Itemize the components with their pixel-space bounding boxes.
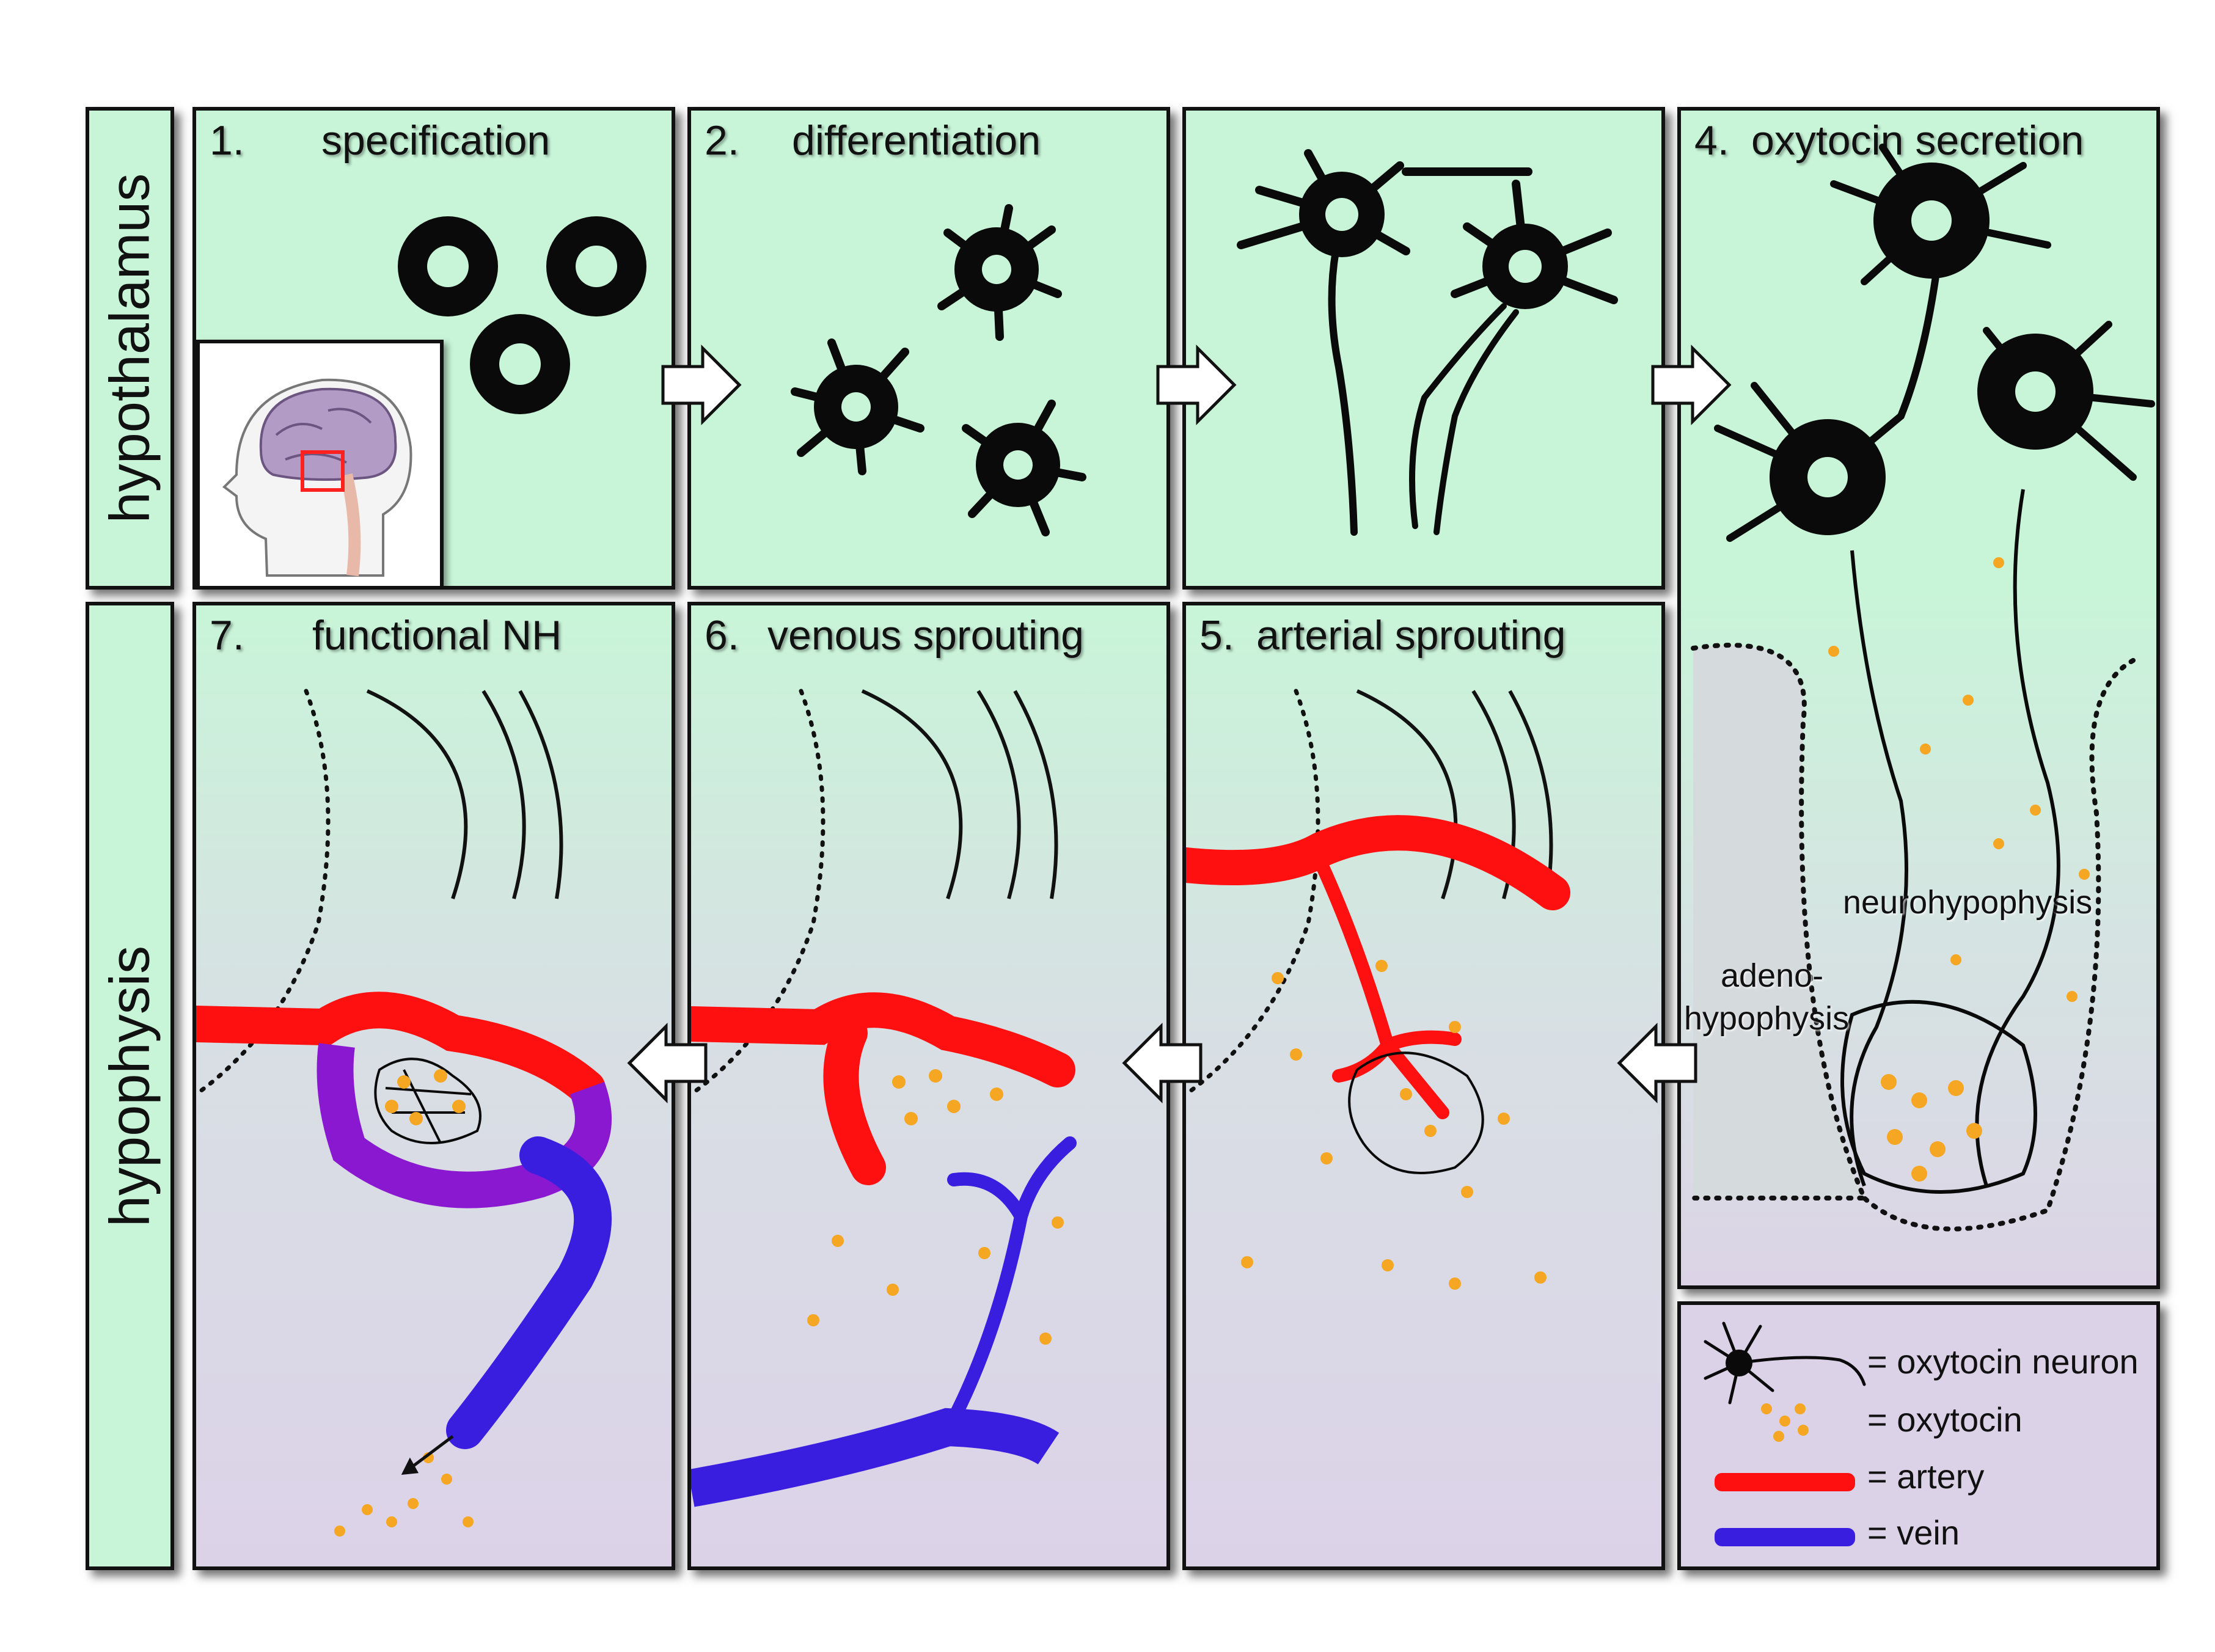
row-label-hypophysis-text: hypophysis [98, 945, 161, 1227]
brain-head-icon [196, 340, 444, 586]
panel-5-number: 5. [1199, 612, 1234, 659]
label-adeno-line1: adeno- [1721, 957, 1824, 994]
row-label-hypothalamus: hypothalamus [86, 107, 174, 590]
legend-neuron-label: = oxytocin neuron [1867, 1342, 2139, 1381]
panel-functional-nh: 7. functional NH [192, 602, 675, 1570]
legend-box: = oxytocin neuron = oxytocin = artery = … [1677, 1301, 2160, 1570]
legend-oxytocin-icon [1761, 1403, 1809, 1442]
legend-vein-label: = vein [1867, 1513, 1960, 1552]
panel-specification: 1. specification [192, 107, 675, 590]
neurons-extending-axons [1237, 149, 1618, 536]
differentiating-cells [791, 204, 1086, 536]
panel-6-title: venous sprouting [767, 612, 1084, 659]
label-neurohypophysis: neurohypophysis [1843, 884, 2093, 921]
row-label-hypothalamus-text: hypothalamus [98, 173, 161, 524]
panel-arterial-sprouting: 5. arterial sprouting [1182, 602, 1665, 1570]
venous-sprouting-diagram [691, 689, 1077, 1507]
panel-oxytocin-secretion: 4. oxytocin secretion neurohypophysis ad… [1677, 107, 2160, 1289]
legend-artery-swatch [1715, 1473, 1855, 1491]
panel-7-number: 7. [210, 612, 244, 659]
panel-6-number: 6. [705, 612, 739, 659]
panel-2-number: 2. [705, 117, 739, 164]
legend-symbols [1704, 1321, 1866, 1546]
panel-axon-growth [1182, 107, 1665, 590]
legend-vein-swatch [1715, 1528, 1855, 1546]
panel-7-title: functional NH [312, 612, 562, 659]
arterial-sprouting-diagram [1186, 689, 1570, 1290]
panel-1-number: 1. [210, 117, 244, 164]
panel-venous-sprouting: 6. venous sprouting [687, 602, 1170, 1570]
functional-neurohypophysis-diagram [196, 689, 612, 1537]
panel-4-title: oxytocin secretion [1751, 117, 2084, 164]
mature-neurons-and-hypophysis [1691, 144, 2155, 1232]
legend-artery-label: = artery [1867, 1457, 1985, 1496]
legend-oxytocin-label: = oxytocin [1867, 1400, 2023, 1439]
panel-5-title: arterial sprouting [1256, 612, 1566, 659]
panel-2-title: differentiation [792, 117, 1041, 164]
label-adeno-line2: hypophysis [1684, 1000, 1850, 1037]
panel-1-title: specification [321, 117, 551, 164]
panel-4-number: 4. [1694, 117, 1729, 164]
row-label-hypophysis: hypophysis [86, 602, 174, 1570]
progenitor-cells [398, 216, 646, 414]
panel-differentiation: 2. differentiation [687, 107, 1170, 590]
